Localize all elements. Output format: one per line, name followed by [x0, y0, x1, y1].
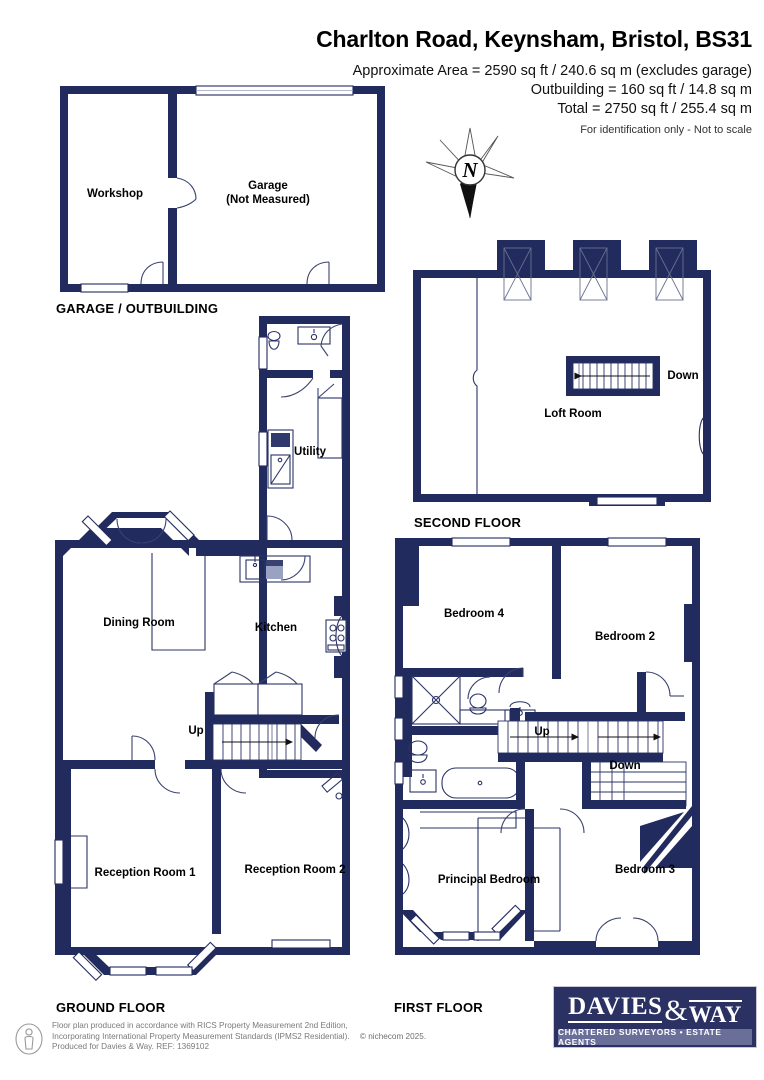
area-line-1: Approximate Area = 2590 sq ft / 240.6 sq… [352, 63, 752, 79]
room-label-garage: Garage [248, 180, 288, 192]
agency-logo[interactable]: DAVIES & WAY CHARTERED SURVEYORS • ESTAT… [553, 986, 757, 1048]
logo-word-way: WAY [688, 999, 742, 1027]
footer-disclaimer: Floor plan produced in accordance with R… [52, 1021, 472, 1053]
logo-wordmark: DAVIES & WAY [554, 987, 756, 1029]
room-label-loft-room: Loft Room [544, 408, 602, 420]
floor-caption-second: SECOND FLOOR [414, 515, 522, 530]
room-label-kitchen: Kitchen [254, 622, 298, 634]
floor-caption-ground: GROUND FLOOR [56, 1000, 166, 1015]
ground-floor-plan [54, 316, 350, 982]
room-label-reception-room-2: Reception Room 2 [244, 864, 346, 876]
room-label-garage-sub: (Not Measured) [226, 194, 310, 206]
rics-person-icon [15, 1023, 43, 1055]
room-label-bedroom-3: Bedroom 3 [614, 864, 676, 876]
compass-rose: N [425, 127, 515, 219]
area-line-2: Outbuilding = 160 sq ft / 14.8 sq m [530, 82, 752, 98]
floor-caption-first: FIRST FLOOR [394, 1000, 483, 1015]
floor-caption-garage: GARAGE / OUTBUILDING [56, 301, 219, 316]
scale-disclaimer: For identification only - Not to scale [580, 124, 752, 136]
disclaimer-copyright: © nichecom 2025. [359, 1031, 427, 1041]
room-label-dining-room: Dining Room [103, 617, 175, 629]
first-floor-plan [394, 537, 700, 955]
page-title: Charlton Road, Keynsham, Bristol, BS31 [316, 26, 752, 52]
room-label-utility: Utility [294, 446, 326, 458]
stair-label-first-down: Down [609, 760, 641, 772]
disclaimer-line-1: Floor plan produced in accordance with R… [52, 1021, 348, 1030]
room-label-reception-room-1: Reception Room 1 [94, 867, 196, 879]
logo-ampersand: & [664, 994, 688, 1027]
area-summary: Approximate Area = 2590 sq ft / 240.6 sq… [0, 62, 752, 119]
disclaimer-line-2: Incorporating International Property Mea… [52, 1031, 350, 1041]
room-label-bedroom-4: Bedroom 4 [443, 608, 505, 620]
compass-north-label: N [461, 158, 478, 182]
logo-tagline: CHARTERED SURVEYORS • ESTATE AGENTS [558, 1027, 752, 1047]
room-label-bedroom-2: Bedroom 2 [594, 631, 656, 643]
garage-outbuilding-plan [60, 85, 385, 293]
stair-label-ground-up: Up [188, 725, 204, 737]
area-line-3: Total = 2750 sq ft / 255.4 sq m [557, 101, 752, 117]
stair-label-first-up: Up [534, 726, 550, 738]
stair-label-second-down: Down [667, 370, 699, 382]
second-floor-plan [413, 240, 711, 506]
room-label-principal-bedroom: Principal Bedroom [437, 874, 541, 886]
room-label-workshop: Workshop [86, 188, 144, 200]
logo-word-davies: DAVIES [568, 993, 663, 1023]
disclaimer-line-3: Produced for Davies & Way. REF: 1369102 [52, 1042, 210, 1052]
